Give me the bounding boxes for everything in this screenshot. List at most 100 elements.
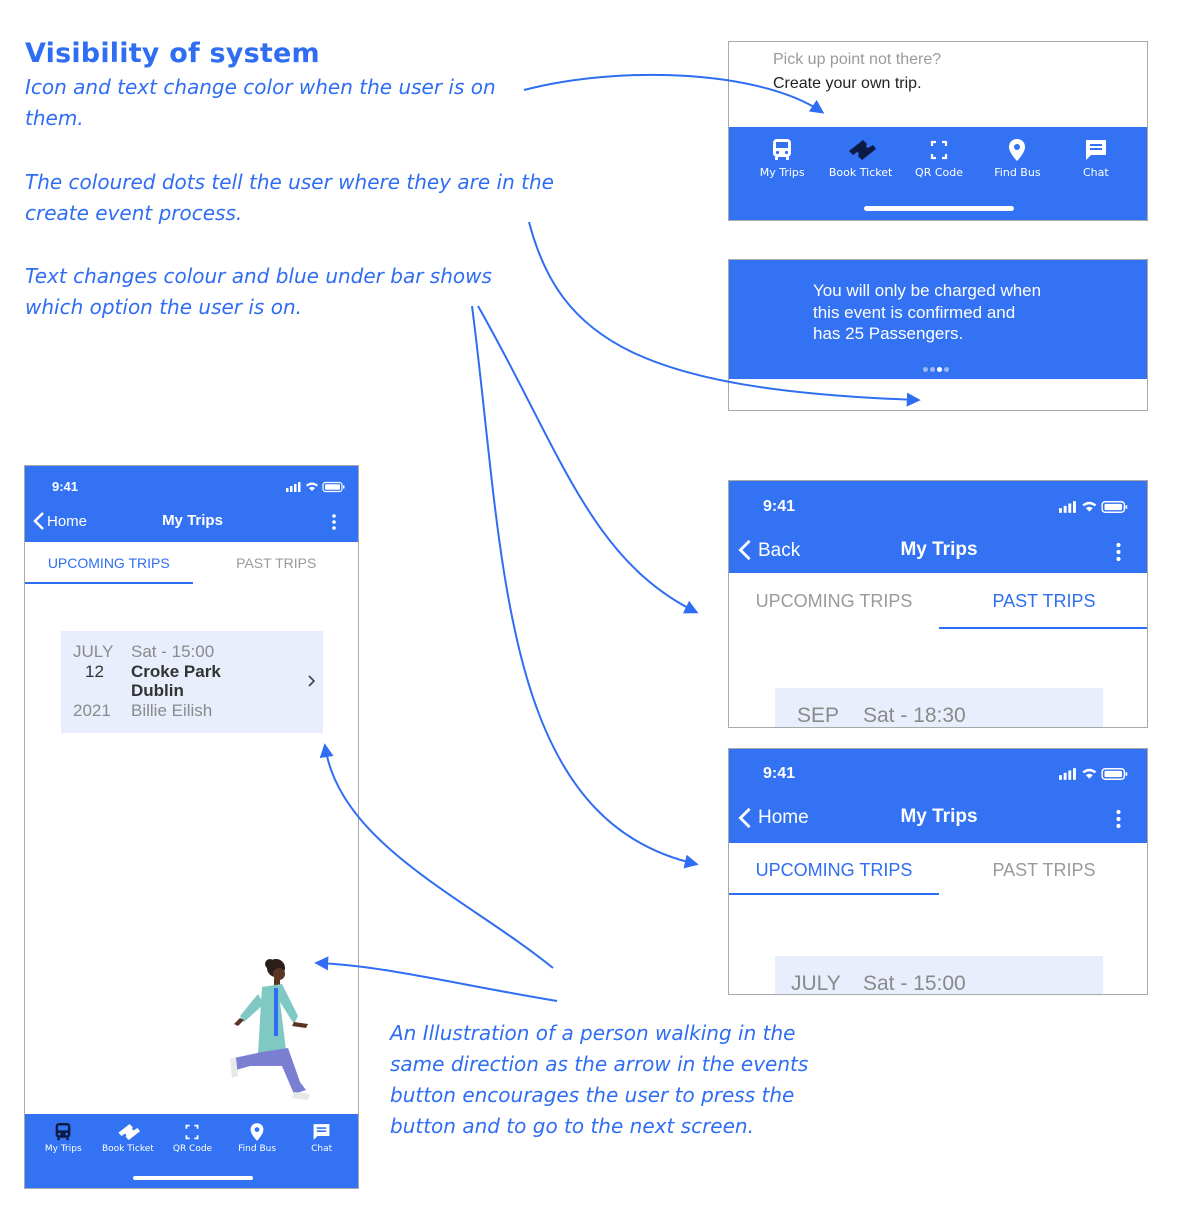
annotation-line: create event process. — [25, 201, 243, 225]
annotation-dots: The coloured dots tell the user where th… — [25, 167, 565, 229]
tab-upcoming-trips[interactable]: UPCOMING TRIPS — [25, 542, 193, 584]
progress-dot — [944, 367, 949, 372]
tab-past-trips[interactable]: PAST TRIPS — [939, 843, 1147, 895]
bus-icon — [55, 1123, 71, 1141]
upcoming-trips-screen: 9:41 Home My Trips UPCOMING TRIPS PAST T… — [728, 748, 1148, 995]
ticket-icon — [848, 140, 876, 160]
tab-label: Chat — [1082, 166, 1109, 179]
trip-time: Sat - 18:30 — [863, 704, 966, 727]
qr-scan-icon — [186, 1124, 199, 1140]
trip-month: JULY — [73, 642, 114, 661]
trips-tabs: UPCOMING TRIPS PAST TRIPS — [729, 843, 1147, 895]
tab-book-ticket[interactable]: Book Ticket — [96, 1122, 160, 1154]
tab-my-trips[interactable]: My Trips — [743, 138, 821, 179]
annotation-line: button encourages the user to press the — [390, 1083, 795, 1107]
charge-banner: You will only be charged when this event… — [729, 260, 1147, 379]
more-vertical-icon[interactable] — [1115, 808, 1122, 830]
chat-icon — [1085, 140, 1106, 160]
status-icons — [1059, 501, 1128, 513]
progress-dot — [930, 367, 935, 372]
annotation-line: An Illustration of a person walking in t… — [390, 1021, 796, 1045]
tab-chat[interactable]: Chat — [290, 1122, 354, 1154]
trips-tabs: UPCOMING TRIPS PAST TRIPS — [729, 573, 1147, 629]
tab-book-ticket[interactable]: Book Ticket — [821, 138, 899, 179]
annotation-line: which option the user is on. — [25, 295, 302, 319]
page-title: My Trips — [162, 512, 223, 529]
status-icons — [1059, 768, 1128, 780]
create-trip-link[interactable]: Create your own trip. — [773, 75, 922, 92]
trip-card[interactable]: JULY Sat - 15:00 — [775, 956, 1103, 995]
trip-day: 12 — [85, 662, 104, 681]
trip-artist: Billie Eilish — [131, 701, 213, 720]
annotation-line: them. — [25, 106, 84, 130]
arrow-to-trip-card — [319, 743, 554, 969]
tab-find-bus[interactable]: Find Bus — [978, 138, 1056, 179]
back-button[interactable]: Home — [758, 807, 809, 828]
tab-find-bus[interactable]: Find Bus — [225, 1122, 289, 1154]
status-icons — [286, 481, 345, 493]
trip-year: 2021 — [73, 701, 111, 720]
more-vertical-icon[interactable] — [331, 513, 337, 531]
trip-month: JULY — [791, 972, 841, 995]
annotation-line: Icon and text change color when the user… — [25, 75, 496, 99]
ticket-icon — [118, 1124, 140, 1140]
trip-city: Dublin — [131, 681, 184, 700]
arrow-to-past-tabs — [477, 305, 699, 614]
progress-dots — [922, 365, 950, 372]
tab-label: UPCOMING TRIPS — [755, 591, 913, 611]
chevron-left-icon[interactable] — [737, 538, 753, 562]
app-header: 9:41 Home My Trips — [729, 749, 1147, 843]
walking-person-illustration — [230, 959, 310, 1100]
annotation-illustration: An Illustration of a person walking in t… — [390, 1018, 830, 1142]
progress-dot — [923, 367, 928, 372]
bottom-tab-bar: My Trips Book Ticket QR Code Find Bus Ch… — [25, 1114, 358, 1188]
page-heading: Visibility of system — [25, 38, 320, 69]
tab-label: Chat — [311, 1144, 333, 1154]
pickup-question: Pick up point not there? — [773, 51, 942, 68]
tab-label: PAST TRIPS — [236, 555, 317, 571]
tab-label: UPCOMING TRIPS — [755, 860, 913, 880]
tab-upcoming-trips[interactable]: UPCOMING TRIPS — [729, 573, 939, 629]
page-title: My Trips — [900, 539, 978, 560]
tab-my-trips[interactable]: My Trips — [31, 1122, 95, 1154]
progress-dot-active — [937, 367, 942, 372]
chevron-left-icon[interactable] — [32, 511, 46, 531]
trip-card[interactable]: JULY 12 2021 Sat - 15:00 Croke Park Dubl… — [61, 631, 323, 733]
tab-upcoming-trips[interactable]: UPCOMING TRIPS — [729, 843, 939, 895]
tab-underline — [939, 627, 1147, 629]
tab-past-trips[interactable]: PAST TRIPS — [193, 542, 359, 584]
chat-icon — [313, 1124, 330, 1140]
status-time: 9:41 — [52, 479, 79, 494]
charge-info-panel: You will only be charged when this event… — [728, 259, 1148, 411]
trip-month: SEP — [797, 704, 840, 727]
tab-qr-code[interactable]: QR Code — [160, 1122, 224, 1154]
arrow-to-upcoming-tabs — [471, 305, 699, 869]
chevron-left-icon[interactable] — [737, 806, 753, 830]
chevron-right-icon — [308, 675, 316, 687]
annotation-icon-color: Icon and text change color when the user… — [25, 72, 545, 134]
tab-label: QR Code — [172, 1144, 213, 1154]
tab-label: QR Code — [915, 166, 963, 179]
home-indicator — [864, 206, 1014, 211]
app-header: 9:41 Back My Trips — [729, 481, 1147, 573]
tab-qr-code[interactable]: QR Code — [900, 138, 978, 179]
tab-label: Find Bus — [994, 166, 1041, 179]
location-pin-icon — [1009, 139, 1026, 161]
trip-card[interactable]: SEP Sat - 18:30 — [775, 688, 1103, 727]
location-pin-icon — [250, 1123, 264, 1141]
tab-label: PAST TRIPS — [992, 591, 1096, 611]
trip-time: Sat - 15:00 — [863, 972, 966, 995]
trip-time: Sat - 15:00 — [131, 642, 215, 661]
tab-past-trips[interactable]: PAST TRIPS — [939, 573, 1147, 629]
annotation-line: button and to go to the next screen. — [390, 1114, 754, 1138]
tab-underline — [25, 582, 193, 584]
tab-chat[interactable]: Chat — [1057, 138, 1135, 179]
arrow-to-illustration — [314, 956, 558, 1002]
back-button[interactable]: Home — [47, 513, 88, 530]
back-button[interactable]: Back — [758, 540, 801, 561]
tab-label: My Trips — [759, 166, 805, 179]
more-vertical-icon[interactable] — [1115, 541, 1122, 563]
bus-icon — [773, 139, 792, 160]
arrow-to-dots — [528, 221, 921, 407]
